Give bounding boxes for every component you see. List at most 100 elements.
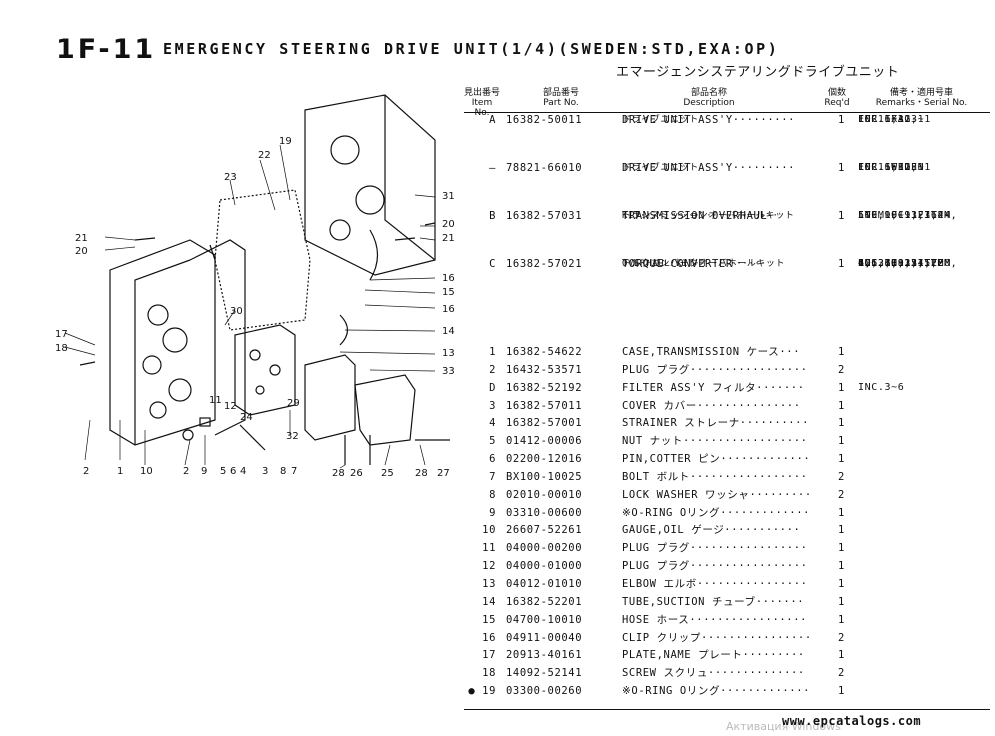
description-line: COVER カバー··············· bbox=[622, 399, 801, 412]
description-line: ※O-RING Oリング············· bbox=[622, 685, 811, 698]
remarks-line: INC.19,23, bbox=[858, 258, 925, 269]
callout: 8 bbox=[280, 466, 287, 477]
remarks-line: 5~9,LOC.1F-14- bbox=[858, 210, 951, 221]
qty-required: 1 bbox=[838, 210, 845, 222]
callout: 4 bbox=[240, 466, 247, 477]
qty-required: 1 bbox=[838, 399, 845, 412]
qty-required: 1 bbox=[838, 114, 845, 126]
item-no: 2 bbox=[489, 363, 496, 376]
item-no: 3 bbox=[489, 399, 496, 412]
qty-required: 1 bbox=[838, 649, 845, 662]
description-line: ELBOW エルボ················ bbox=[622, 577, 808, 590]
item-no: 10 bbox=[482, 524, 496, 537]
part-no: 04000-00200 bbox=[506, 542, 583, 555]
part-no: 02010-00010 bbox=[506, 488, 583, 501]
item-no: B bbox=[489, 210, 496, 222]
description-line: OVERHAUL KIT············ bbox=[622, 259, 767, 269]
item-no: 14 bbox=[482, 595, 496, 608]
item-no: 11 bbox=[482, 542, 496, 555]
remarks-line: 1F-16,1G-11 bbox=[858, 114, 931, 125]
remarks-line: 1F-16,1G-11 bbox=[858, 162, 931, 173]
qty-required: 1 bbox=[838, 258, 845, 270]
remarks-line: LOC.1G-15-ITEM bbox=[858, 258, 951, 269]
callout: 16 bbox=[442, 304, 455, 315]
table-row: ● 19 03300-00260 ※O-RING Oリング·············… bbox=[464, 684, 992, 702]
part-no: 01412-00006 bbox=[506, 435, 583, 448]
footer-url[interactable]: www.epcatalogs.com bbox=[782, 714, 922, 728]
callout: 12 bbox=[224, 401, 237, 412]
remarks-line: FOR EXA bbox=[858, 114, 905, 125]
part-no: 03300-00260 bbox=[506, 685, 583, 698]
part-no: 16382-57021 bbox=[506, 258, 583, 270]
remarks-line: LOC.1F-13-ITEM bbox=[858, 210, 951, 221]
item-no: ● 19 bbox=[468, 685, 496, 698]
part-no: 04012-01010 bbox=[506, 577, 583, 590]
remarks-line: LOC.1G-13-ITEM bbox=[858, 258, 951, 269]
qty-required: 1 bbox=[838, 595, 845, 608]
footer-divider bbox=[464, 709, 990, 710]
callout: 9 bbox=[201, 466, 208, 477]
description-line: PLUG プラグ················· bbox=[622, 363, 808, 376]
remarks-line: LOC.1F-13~ bbox=[858, 114, 925, 125]
qty-required: 1 bbox=[838, 162, 845, 174]
callout: 18 bbox=[55, 343, 68, 354]
qty-required: 1 bbox=[838, 381, 845, 394]
qty-required: 1 bbox=[838, 577, 845, 590]
item-no: A bbox=[489, 114, 496, 126]
qty-required: 2 bbox=[838, 667, 845, 680]
description-line: LOCK WASHER ワッシャ········· bbox=[622, 488, 812, 501]
item-no: 16 bbox=[482, 631, 496, 644]
description-line: ※O-RING Oリング············· bbox=[622, 506, 811, 519]
part-no: 20913-40161 bbox=[506, 649, 583, 662]
qty-required: 1 bbox=[838, 417, 845, 430]
part-no: 04911-00040 bbox=[506, 631, 583, 644]
header-divider bbox=[464, 112, 990, 113]
qty-required: 1 bbox=[838, 435, 845, 448]
part-no: BX100-10025 bbox=[506, 470, 583, 483]
callout: 30 bbox=[230, 306, 243, 317]
part-no: 02200-12016 bbox=[506, 453, 583, 466]
description-line: STRAINER ストレーナ·········· bbox=[622, 417, 810, 430]
callout: 24 bbox=[240, 412, 253, 423]
callout: 19 bbox=[279, 136, 292, 147]
callout: 13 bbox=[442, 348, 455, 359]
part-no: 16382-52201 bbox=[506, 595, 583, 608]
description-line: CLIP クリップ················ bbox=[622, 631, 812, 644]
remarks-line: INC.1~32, bbox=[858, 114, 918, 125]
callout: 10 bbox=[140, 466, 153, 477]
description-line: BOLT ボルト················· bbox=[622, 470, 808, 483]
item-no: 18 bbox=[482, 667, 496, 680]
description-line: HOSE ホース················· bbox=[622, 613, 808, 626]
callout: 22 bbox=[258, 150, 271, 161]
description-line: PLUG プラグ················· bbox=[622, 560, 808, 573]
part-no: 14092-52141 bbox=[506, 667, 583, 680]
page-code: 1F-11 bbox=[56, 34, 157, 65]
item-no: 1 bbox=[489, 346, 496, 358]
remarks-line: INC.1~32, bbox=[858, 162, 918, 173]
qty-required: 2 bbox=[838, 488, 845, 501]
description-line: ドライブユニット bbox=[622, 115, 699, 125]
callout: 15 bbox=[442, 287, 455, 298]
